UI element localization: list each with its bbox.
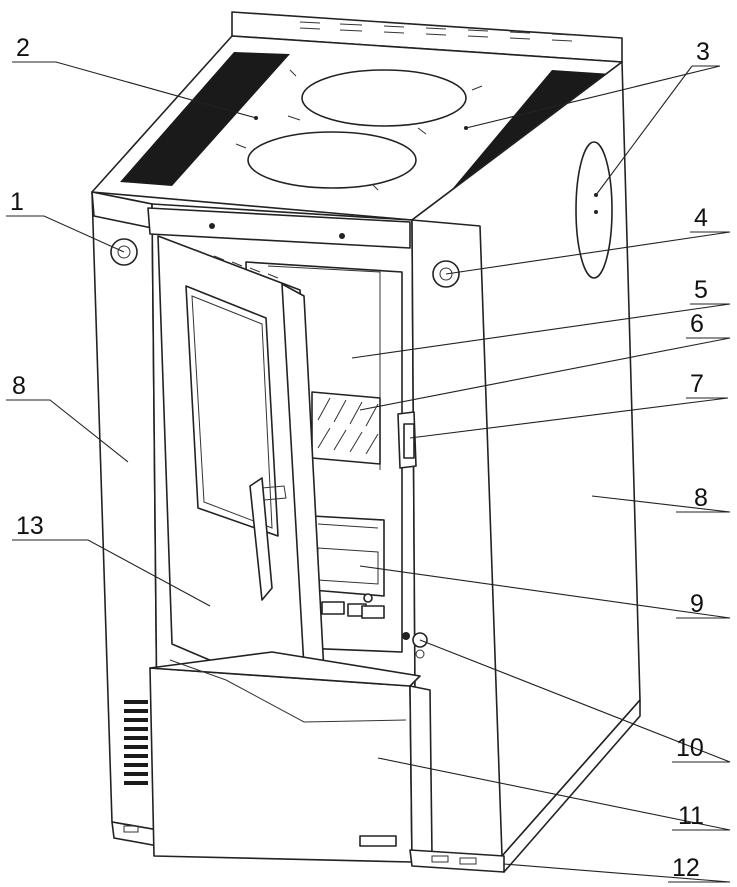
hotplate-rear bbox=[301, 69, 467, 127]
left-side-panel bbox=[91, 191, 159, 847]
callout-2: 2 bbox=[16, 34, 30, 62]
door-glass bbox=[185, 285, 279, 537]
callout-7: 7 bbox=[690, 370, 704, 398]
hotplate-front bbox=[247, 131, 417, 189]
door bbox=[157, 235, 327, 711]
callout-8-right: 8 bbox=[694, 484, 708, 512]
callout-1: 1 bbox=[10, 188, 24, 216]
door-handle bbox=[249, 477, 273, 601]
left-top-vent bbox=[120, 52, 290, 186]
callout-8-left: 8 bbox=[12, 372, 26, 400]
callout-6: 6 bbox=[690, 310, 704, 338]
callout-4: 4 bbox=[694, 204, 708, 232]
flue-cover bbox=[575, 141, 613, 279]
callout-12: 12 bbox=[672, 854, 700, 882]
callout-labels: 1 2 3 4 5 6 7 8 8 9 10 11 12 13 bbox=[10, 34, 710, 882]
hopper-drawer bbox=[149, 651, 433, 863]
callout-11: 11 bbox=[678, 802, 704, 830]
callout-10: 10 bbox=[676, 734, 704, 762]
grate bbox=[311, 391, 381, 465]
callout-3: 3 bbox=[696, 38, 710, 66]
callout-13: 13 bbox=[16, 512, 44, 540]
callout-9: 9 bbox=[690, 590, 704, 618]
callout-5: 5 bbox=[694, 276, 708, 304]
leader-lines bbox=[6, 61, 731, 883]
